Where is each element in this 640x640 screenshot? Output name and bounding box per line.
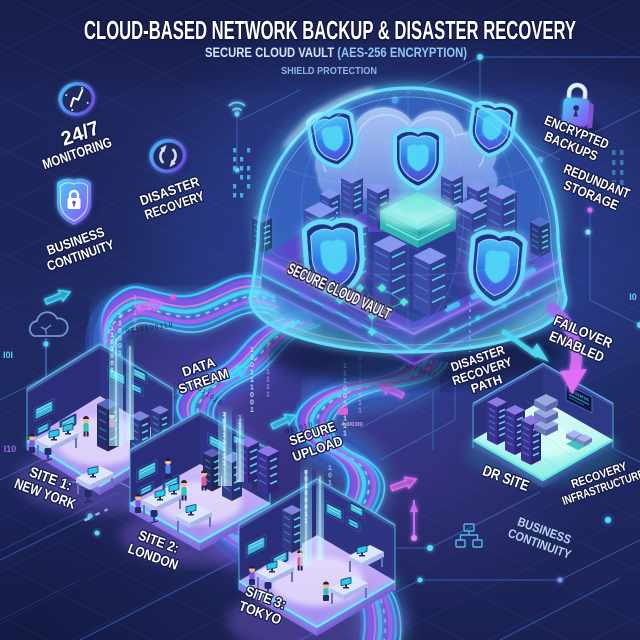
svg-text:0: 0 — [250, 400, 254, 407]
svg-text:1: 1 — [250, 377, 254, 384]
svg-text:1: 1 — [222, 433, 226, 439]
svg-text:1: 1 — [266, 362, 270, 369]
svg-text:4 8I03I0: 4 8I03I0 — [341, 422, 363, 428]
svg-text:1: 1 — [343, 431, 347, 438]
svg-text:1: 1 — [110, 326, 114, 332]
svg-text:1: 1 — [266, 377, 270, 384]
svg-text:1: 1 — [358, 400, 362, 407]
svg-text:0: 0 — [304, 491, 308, 497]
svg-text:1: 1 — [250, 407, 254, 414]
svg-text:1: 1 — [110, 368, 114, 374]
svg-text:1: 1 — [133, 325, 137, 332]
svg-text:0: 0 — [250, 362, 254, 369]
svg-text:1: 1 — [222, 440, 226, 446]
svg-text:0: 0 — [222, 419, 226, 425]
svg-text:1: 1 — [266, 339, 270, 346]
svg-text:1: 1 — [250, 370, 254, 377]
svg-text:1: 1 — [304, 484, 308, 490]
svg-text:I10: I10 — [4, 444, 17, 454]
svg-text:0: 0 — [110, 340, 114, 346]
svg-text:0: 0 — [110, 361, 114, 367]
svg-text:1: 1 — [118, 313, 122, 320]
svg-text:1: 1 — [222, 412, 226, 418]
svg-text:1: 1 — [133, 295, 137, 302]
svg-text:1: 1 — [110, 333, 114, 339]
svg-text:1: 1 — [266, 369, 270, 376]
svg-text:1: 1 — [328, 480, 332, 487]
svg-text:0: 0 — [304, 498, 308, 504]
svg-text:1: 1 — [343, 416, 347, 423]
svg-text:1: 1 — [343, 423, 347, 430]
svg-text:1: 1 — [133, 310, 137, 317]
svg-text:0: 0 — [304, 505, 308, 511]
svg-text:0: 0 — [343, 393, 347, 400]
svg-text:0: 0 — [343, 386, 347, 393]
svg-text:1: 1 — [358, 408, 362, 415]
svg-text:1: 1 — [328, 465, 332, 472]
svg-text:1: 1 — [222, 461, 226, 467]
svg-text:0: 0 — [328, 473, 332, 480]
svg-text:1: 1 — [304, 512, 308, 518]
svg-text:0: 0 — [358, 385, 362, 392]
svg-text:1: 1 — [133, 303, 137, 310]
svg-text:1: 1 — [110, 347, 114, 353]
svg-text:I0I: I0I — [3, 350, 13, 360]
svg-text:1: 1 — [358, 393, 362, 400]
svg-text:1: 1 — [250, 385, 254, 392]
svg-text:0: 0 — [304, 470, 308, 476]
svg-text:I0: I0 — [629, 292, 637, 302]
svg-text:1: 1 — [222, 447, 226, 453]
svg-text:0: 0 — [110, 354, 114, 360]
svg-text:0: 0 — [133, 318, 137, 325]
svg-text:1: 1 — [266, 384, 270, 391]
svg-text:SHIELD PROTECTION: SHIELD PROTECTION — [281, 66, 377, 77]
svg-text:1: 1 — [266, 392, 270, 399]
svg-text:1: 1 — [250, 355, 254, 362]
svg-text:1: 1 — [222, 426, 226, 432]
svg-text:0: 0 — [250, 392, 254, 399]
svg-text:1: 1 — [250, 347, 254, 354]
svg-text:SECURE CLOUD VAULT (AES-256 EN: SECURE CLOUD VAULT (AES-256 ENCRYPTION) — [205, 45, 467, 60]
svg-text:1: 1 — [118, 321, 122, 328]
svg-text:1: 1 — [222, 454, 226, 460]
svg-text:CLOUD-BASED NETWORK BACKUP & D: CLOUD-BASED NETWORK BACKUP & DISASTER RE… — [84, 15, 576, 45]
svg-text:1: 1 — [304, 519, 308, 525]
svg-text:0: 0 — [304, 477, 308, 483]
